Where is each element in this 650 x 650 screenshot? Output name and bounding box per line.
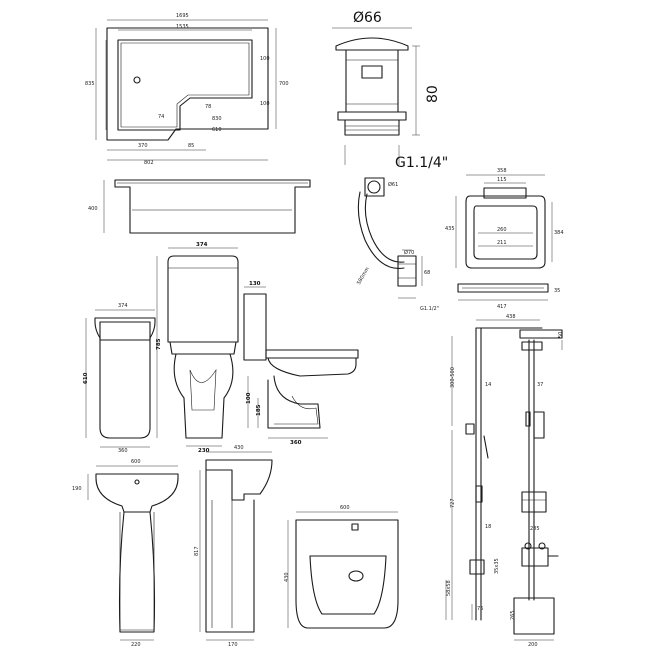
bath-plan-view: 1695 1535 835 700 100 100 830 610 78 74 … bbox=[85, 13, 289, 166]
seat-bottom-width: 417 bbox=[497, 304, 507, 310]
bath-waste-top-diameter: Ø61 bbox=[388, 181, 398, 188]
toilet-side-width: 374 bbox=[196, 242, 208, 248]
toilet-pan-height-b: 185 bbox=[256, 404, 262, 416]
bath-bottom-label-b: 85 bbox=[188, 143, 194, 149]
bath-inner-length-label: 1535 bbox=[176, 24, 189, 30]
bath-length-label: 1695 bbox=[176, 13, 189, 19]
bath-waste-height: 68 bbox=[424, 270, 430, 276]
toilet-front-view: 374 610 360 bbox=[83, 303, 156, 454]
bath-side-label-2: 100 bbox=[260, 101, 270, 107]
seat-inner-bottom: 211 bbox=[497, 240, 507, 246]
bath-waste-drawing: Ø61 Ø70 68 580mm G1.1/2" bbox=[356, 177, 439, 312]
basin-side-height: 817 bbox=[194, 546, 200, 556]
toilet-close-coupled-view: 374 785 230 bbox=[156, 242, 239, 454]
seat-inner-top: 115 bbox=[497, 177, 507, 183]
bath-waste-thread: G1.1/2" bbox=[420, 306, 439, 312]
bath-bottom-label-a: 370 bbox=[138, 143, 148, 149]
bath-step-label-a: 830 bbox=[212, 116, 222, 122]
shower-rail-length: 727 bbox=[450, 498, 456, 508]
toilet-side-base: 230 bbox=[198, 448, 210, 454]
waste-diameter-label: Ø66 bbox=[353, 10, 382, 26]
bath-bottom-label-c: 802 bbox=[144, 160, 154, 166]
basin-pedestal-side: 430 817 170 bbox=[194, 445, 273, 648]
shower-dim-76: 76 bbox=[477, 606, 483, 612]
basin-top-width: 600 bbox=[340, 505, 350, 511]
shower-top-width: 438 bbox=[506, 314, 516, 320]
basin-side-base: 170 bbox=[228, 642, 238, 648]
basin-top-depth: 430 bbox=[284, 572, 290, 582]
toilet-profile-view: 130 100 185 360 bbox=[243, 281, 359, 446]
shower-dim-14: 14 bbox=[485, 382, 491, 388]
bath-step-label-c: 78 bbox=[205, 104, 211, 110]
basin-front-base: 220 bbox=[131, 642, 141, 648]
basin-front-width: 600 bbox=[131, 459, 141, 465]
toilet-front-width: 374 bbox=[118, 303, 128, 309]
toilet-side-height: 785 bbox=[156, 338, 162, 350]
toilet-front-base: 360 bbox=[118, 448, 128, 454]
shower-head-height: 50 bbox=[558, 332, 564, 338]
bath-step-label-b: 610 bbox=[212, 127, 222, 133]
seat-inner-width: 260 bbox=[497, 227, 507, 233]
bath-step-label-d: 74 bbox=[158, 114, 164, 120]
toilet-seat-drawing: 358 115 260 211 435 384 417 35 bbox=[445, 168, 564, 310]
waste-height-label: 80 bbox=[425, 85, 441, 103]
shower-dim-58x58: 58x58 bbox=[446, 580, 452, 596]
bath-width-right-label: 700 bbox=[279, 81, 289, 87]
bath-waste-mid-diameter: Ø70 bbox=[404, 249, 414, 256]
shower-dim-200: 200 bbox=[528, 642, 538, 648]
bath-waste-hose-length: 580mm bbox=[356, 266, 371, 286]
basin-front-depth: 190 bbox=[72, 486, 82, 492]
shower-dim-37: 37 bbox=[537, 382, 543, 388]
bath-width-left-label: 835 bbox=[85, 81, 95, 87]
toilet-pan-height-a: 100 bbox=[246, 392, 252, 404]
waste-thread-label: G1.1/4" bbox=[395, 155, 448, 171]
toilet-cistern-depth: 130 bbox=[249, 281, 261, 287]
shower-rail-range: 300-500 bbox=[450, 367, 456, 388]
basin-waste-drawing: Ø66 80 G1.1/4" bbox=[332, 10, 448, 171]
shower-dim-18: 18 bbox=[485, 524, 491, 530]
shower-dim-35x35: 35x35 bbox=[494, 558, 500, 574]
seat-depth-left: 435 bbox=[445, 226, 455, 232]
shower-dim-285: 285 bbox=[530, 526, 540, 532]
bath-front-elevation: 400 bbox=[88, 179, 311, 234]
seat-height: 35 bbox=[554, 288, 560, 294]
bath-side-label-1: 100 bbox=[260, 56, 270, 62]
toilet-front-height: 610 bbox=[83, 372, 89, 384]
toilet-pan-base: 360 bbox=[290, 440, 302, 446]
basin-pedestal-front: 600 190 220 bbox=[72, 459, 179, 648]
bath-height-label: 400 bbox=[88, 206, 98, 212]
shower-dim-265: 265 bbox=[510, 610, 516, 620]
seat-depth-right: 384 bbox=[554, 230, 564, 236]
basin-top-view: 600 430 bbox=[284, 505, 399, 629]
shower-riser-kit: 438 50 300-500 727 14 37 18 35x35 58x58 … bbox=[445, 314, 564, 648]
basin-side-width: 430 bbox=[234, 445, 244, 451]
seat-top-width: 358 bbox=[497, 168, 507, 174]
